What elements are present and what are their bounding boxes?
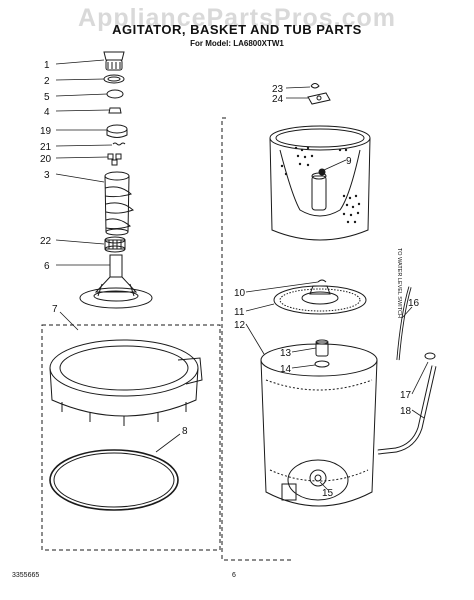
part-6-agitator-base (79, 254, 153, 309)
part-2-ring (103, 74, 125, 84)
callout-7: 7 (52, 304, 58, 315)
part-20-dogs (107, 153, 122, 166)
callout-leader-lines (55, 59, 429, 491)
callout-5: 5 (44, 92, 50, 103)
part-24-bracket (307, 92, 331, 105)
part-1-agitator-cap (103, 51, 125, 71)
callout-21: 21 (40, 142, 52, 153)
part-19-cam (106, 124, 128, 138)
routing-dashed-line (221, 117, 292, 561)
part-14-seal (314, 360, 330, 368)
part-13-drive-block (315, 339, 329, 357)
document-number: 3355665 (12, 572, 40, 579)
callout-8: 8 (182, 426, 188, 437)
callout-16: 16 (408, 298, 420, 309)
part-7-tub-ring (49, 339, 203, 426)
part-12-outer-tub (260, 343, 378, 507)
callout-10: 10 (234, 288, 246, 299)
water-level-switch-note: TO WATER LEVEL SWITCH (396, 248, 402, 318)
page-number: 6 (232, 572, 236, 579)
callout-6: 6 (44, 261, 50, 272)
callout-3: 3 (44, 170, 50, 181)
model-subtitle: For Model: LA6800XTW1 (190, 39, 284, 48)
callout-13: 13 (280, 348, 292, 359)
callout-2: 2 (44, 76, 50, 87)
agitator-assembly (79, 51, 153, 309)
callout-15: 15 (322, 488, 334, 499)
kit-group-box (41, 324, 221, 551)
part-21-spring (112, 142, 126, 146)
callout-4: 4 (44, 107, 50, 118)
part-2-ring-inner (107, 76, 121, 82)
part-22-coupling (104, 236, 126, 253)
part-9-basket (269, 125, 371, 241)
part-11-hub-ring (273, 285, 367, 315)
callout-19: 19 (40, 126, 52, 137)
callout-14: 14 (280, 364, 292, 375)
part-23-clip (310, 83, 320, 89)
part-10-basket-drive-hub (317, 279, 327, 283)
part-17-clamp (424, 352, 436, 360)
callout-23: 23 (272, 84, 284, 95)
diagram-title: AGITATOR, BASKET AND TUB PARTS (112, 22, 362, 37)
part-5-seal (106, 89, 124, 99)
part-18-drain-hose (377, 365, 437, 455)
callout-11: 11 (234, 307, 245, 318)
part-8-tub-seal-gasket (49, 449, 179, 511)
callout-17: 17 (400, 390, 412, 401)
part-4-nut (108, 107, 122, 114)
callout-1: 1 (44, 60, 50, 71)
callout-20: 20 (40, 154, 52, 165)
callout-9: 9 (346, 156, 352, 167)
part-3-agitator-auger (104, 171, 134, 236)
callout-12: 12 (234, 320, 246, 331)
callout-24: 24 (272, 94, 284, 105)
callout-22: 22 (40, 236, 52, 247)
watermark: AppliancePartsPros.com (78, 4, 396, 32)
callout-18: 18 (400, 406, 412, 417)
